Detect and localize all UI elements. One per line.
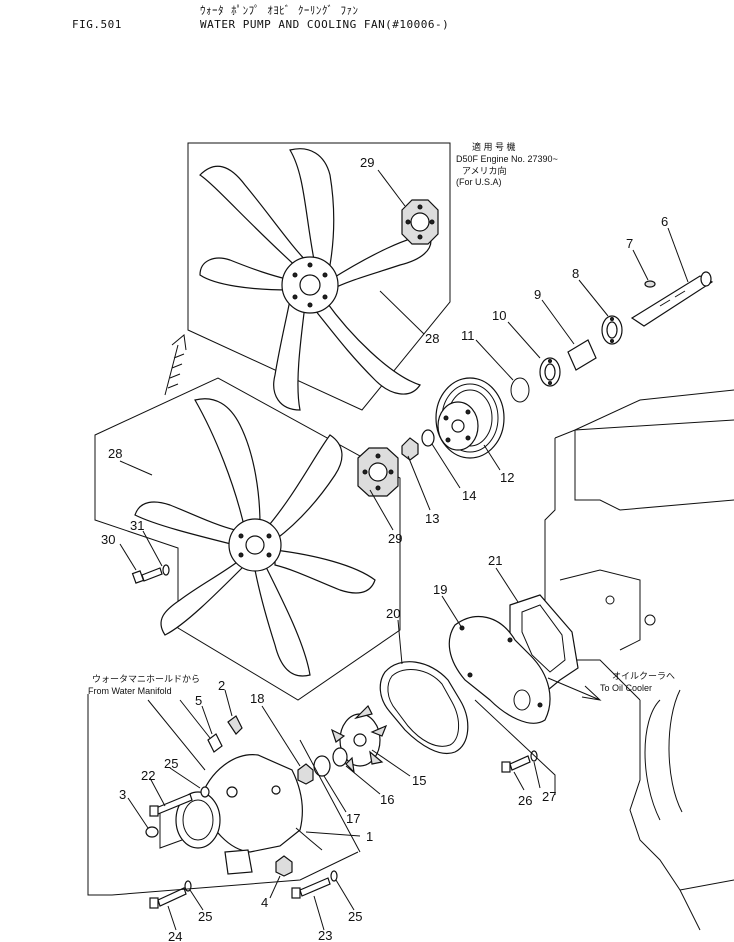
callout-23: 23: [318, 928, 332, 942]
callout-27: 27: [542, 789, 556, 804]
callout-31: 31: [130, 518, 144, 533]
note-engine-no: D50F Engine No. 27390~: [456, 154, 558, 164]
callout-29-top: 29: [360, 155, 374, 170]
callout-22: 22: [141, 768, 155, 783]
note-usa-jp: アメリカ向: [462, 165, 507, 176]
callout-13: 13: [425, 511, 439, 526]
fan-bolt: [131, 564, 170, 584]
figure-title: WATER PUMP AND COOLING FAN(#10006-): [200, 18, 450, 31]
note-applicable-jp: 適 用 号 機: [472, 141, 516, 152]
pulley-washer: [421, 429, 435, 447]
washer-25a: [200, 786, 210, 798]
bearing-spacer: [567, 339, 597, 371]
callout-17: 17: [346, 811, 360, 826]
note-oil-cooler-jp: オイルクーラへ: [612, 671, 675, 681]
callout-12: 12: [500, 470, 514, 485]
nut-4: [275, 855, 293, 877]
fan-usa-group: [187, 142, 451, 411]
callout-25-a: 25: [164, 756, 178, 771]
fitting-2: [227, 715, 243, 735]
bolt-23: [291, 870, 338, 899]
fan-standard-frame: [94, 377, 401, 701]
fitting-5: [207, 733, 223, 753]
callout-28-top: 28: [425, 331, 439, 346]
callout-20: 20: [386, 606, 400, 621]
callout-8: 8: [572, 266, 579, 281]
callout-1: 1: [366, 829, 373, 844]
callout-2: 2: [218, 678, 225, 693]
callout-25-c: 25: [348, 909, 362, 924]
fan-pulley: [435, 377, 505, 459]
callout-10: 10: [492, 308, 506, 323]
callout-4: 4: [261, 895, 268, 910]
spring-arrow: [164, 334, 187, 396]
callout-24: 24: [168, 929, 182, 942]
callout-14: 14: [462, 488, 476, 503]
pump-body: [159, 754, 323, 875]
callout-28-lower: 28: [108, 446, 122, 461]
gasket-20: [379, 661, 469, 754]
fan-standard-group: [94, 377, 401, 701]
callout-5: 5: [195, 693, 202, 708]
note-usa: (For U.S.A): [456, 177, 502, 187]
figure-number: FIG.501: [72, 18, 122, 31]
callout-19: 19: [433, 582, 447, 597]
seal-17: [313, 755, 331, 777]
callout-3: 3: [119, 787, 126, 802]
body-bracket: [87, 694, 361, 896]
oil-cooler-arrow: [547, 677, 602, 701]
bracket-26-27: [474, 699, 556, 795]
header-jp-title: ｳｫｰﾀ ﾎﾟﾝﾌﾟ ｵﾖﾋﾞ ｸｰﾘﾝｸﾞ ﾌｧﾝ: [200, 4, 359, 17]
seal-16: [332, 747, 348, 767]
note-oil-cooler: To Oil Cooler: [600, 683, 652, 693]
callout-21: 21: [488, 553, 502, 568]
bolt-22: [149, 793, 193, 817]
manifold-arrow-line: [147, 699, 211, 771]
callout-11: 11: [461, 328, 475, 343]
bolt-24: [149, 880, 192, 909]
callout-labels: 29 28 6 7 8 9 10 11 12 13 14 28 29 31 30…: [101, 155, 668, 942]
pulley-nut: [401, 437, 419, 461]
leader-lines: [119, 169, 689, 931]
callout-15: 15: [412, 773, 426, 788]
bearing-outer: [601, 315, 623, 345]
fan-usa: [199, 148, 432, 411]
snap-ring: [510, 377, 530, 403]
fan-usa-frame: [187, 142, 451, 411]
nut-18: [297, 763, 314, 785]
bolt-26: [501, 750, 538, 773]
callout-7: 7: [626, 236, 633, 251]
callout-6: 6: [661, 214, 668, 229]
callout-26: 26: [518, 793, 532, 808]
impeller: [330, 704, 388, 774]
fan-standard: [134, 398, 376, 677]
callout-18: 18: [250, 691, 264, 706]
bearing-inner: [539, 357, 561, 387]
callout-29-lower: 29: [388, 531, 402, 546]
callout-9: 9: [534, 287, 541, 302]
plug-3: [145, 826, 159, 838]
shaft-key: [644, 280, 656, 288]
fan-spacer-lower: [357, 447, 399, 497]
pump-shaft-assembly: [401, 271, 714, 461]
note-manifold: From Water Manifold: [88, 686, 172, 696]
note-manifold-jp: ウォータマニホールドから: [92, 674, 200, 684]
pump-shaft: [630, 275, 714, 327]
callout-16: 16: [380, 792, 394, 807]
fan-spacer-top: [401, 199, 439, 245]
callout-25-b: 25: [198, 909, 212, 924]
callout-30: 30: [101, 532, 115, 547]
